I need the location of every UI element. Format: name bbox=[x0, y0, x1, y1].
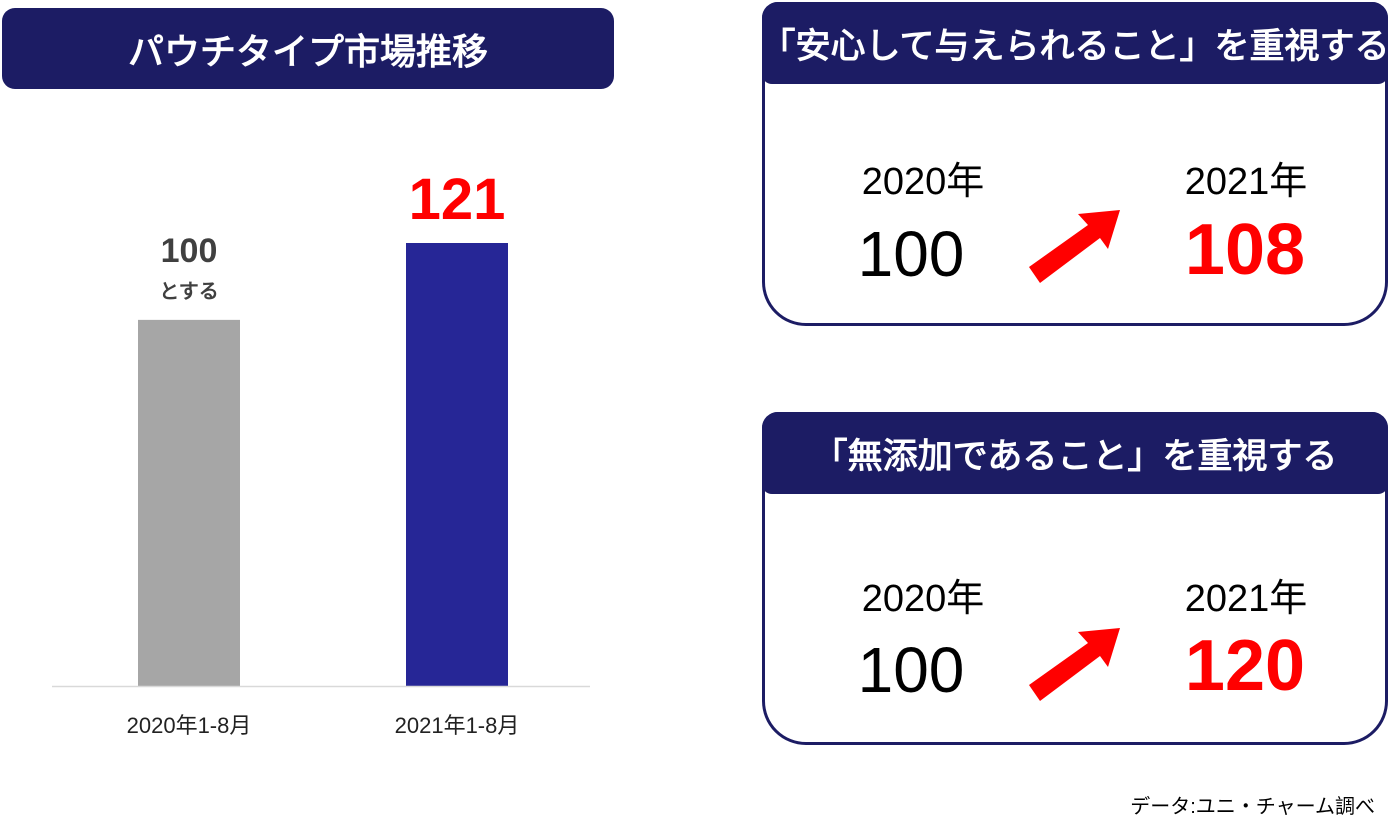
bar-2020年1-8月 bbox=[138, 319, 240, 686]
value-old: 100 bbox=[857, 634, 965, 706]
card-mutenka: 「無添加であること」を重視する 2020年 100 2021年 120 bbox=[762, 412, 1388, 745]
value-new: 120 bbox=[1184, 626, 1306, 706]
x-tick-2020: 2020年1-8月 bbox=[126, 713, 252, 738]
value-new: 108 bbox=[1184, 210, 1306, 290]
bar-chart bbox=[52, 243, 590, 688]
bar-2021年1-8月 bbox=[406, 243, 508, 686]
x-tick-2021: 2021年1-8月 bbox=[394, 713, 520, 738]
value-old: 100 bbox=[857, 218, 965, 290]
data-label-2021: 121 bbox=[408, 167, 506, 232]
arrow-up-right-icon bbox=[1029, 628, 1120, 701]
card-title: 「無添加であること」を重視する bbox=[762, 412, 1388, 494]
chart-title: パウチタイプ市場推移 bbox=[2, 8, 614, 89]
year-new: 2021年 bbox=[1184, 161, 1308, 203]
data-label-2020: 100 とする bbox=[89, 232, 289, 304]
year-old: 2020年 bbox=[861, 161, 985, 203]
card-title: 「安心して与えられること」を重視する bbox=[761, 2, 1389, 84]
source-note: データ:ユニ・チャーム調べ bbox=[1130, 796, 1375, 818]
arrow-up-right-icon bbox=[1029, 210, 1120, 283]
data-label-2020-value: 100 bbox=[160, 232, 218, 270]
year-new: 2021年 bbox=[1184, 578, 1308, 620]
year-old: 2020年 bbox=[861, 578, 985, 620]
base-note: とする bbox=[159, 281, 219, 303]
card-anshin: 「安心して与えられること」を重視する 2020年 100 2021年 108 bbox=[761, 2, 1389, 326]
